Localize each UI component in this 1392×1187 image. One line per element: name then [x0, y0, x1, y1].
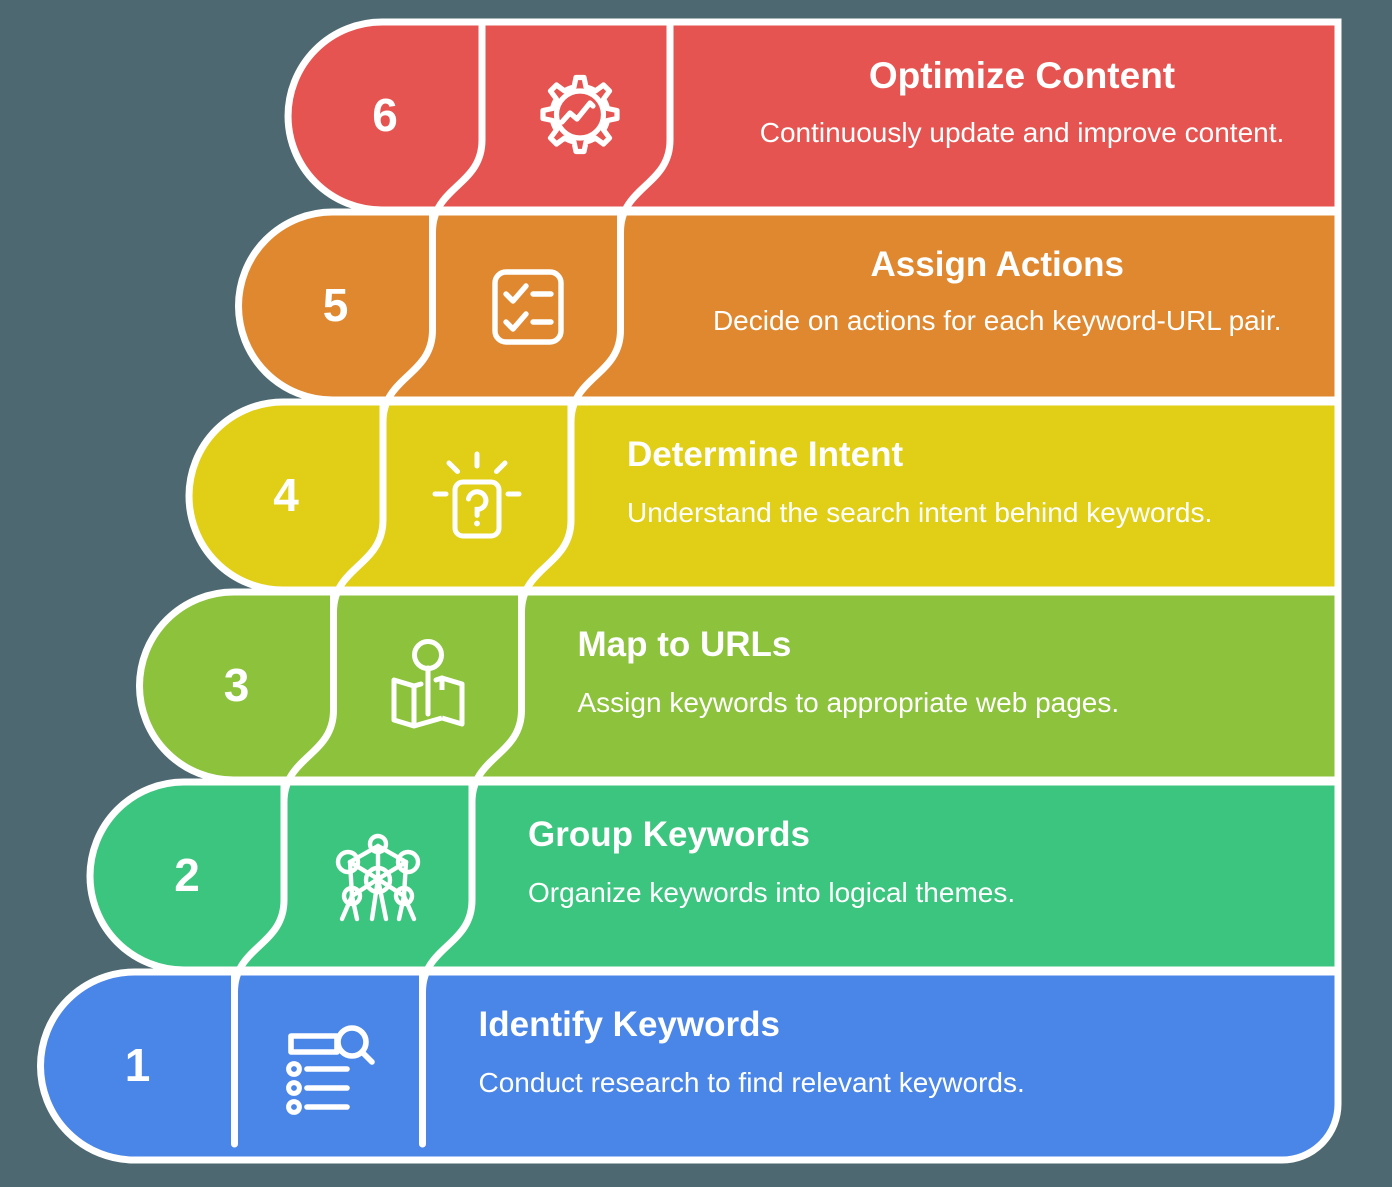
step-number: 5: [322, 279, 349, 331]
step-number: 3: [223, 659, 250, 711]
step-description: Assign keywords to appropriate web pages…: [577, 686, 1120, 718]
step-title: Determine Intent: [627, 435, 904, 474]
step-description: Continuously update and improve content.: [759, 116, 1285, 148]
step-title: Optimize Content: [868, 55, 1176, 96]
step-title: Group Keywords: [528, 815, 810, 854]
network-nodes-icon: [326, 824, 430, 928]
step-description: Organize keywords into logical themes.: [528, 876, 1016, 908]
step-title: Map to URLs: [577, 625, 792, 664]
checklist-icon: [475, 254, 579, 358]
step-number: 4: [273, 469, 299, 521]
step-description: Conduct research to find relevant keywor…: [478, 1066, 1025, 1098]
gear-chart-icon: [524, 64, 628, 168]
step-number: 2: [174, 849, 200, 901]
step-title: Identify Keywords: [478, 1005, 780, 1044]
step-title: Assign Actions: [870, 245, 1124, 284]
map-pin-icon: [376, 634, 480, 738]
step-number: 1: [124, 1039, 151, 1091]
step-number: 6: [372, 89, 398, 141]
step-description: Decide on actions for each keyword-URL p…: [712, 304, 1282, 336]
search-list-icon: [277, 1014, 381, 1118]
step-description: Understand the search intent behind keyw…: [627, 496, 1213, 528]
question-bulb-icon: [425, 444, 529, 548]
